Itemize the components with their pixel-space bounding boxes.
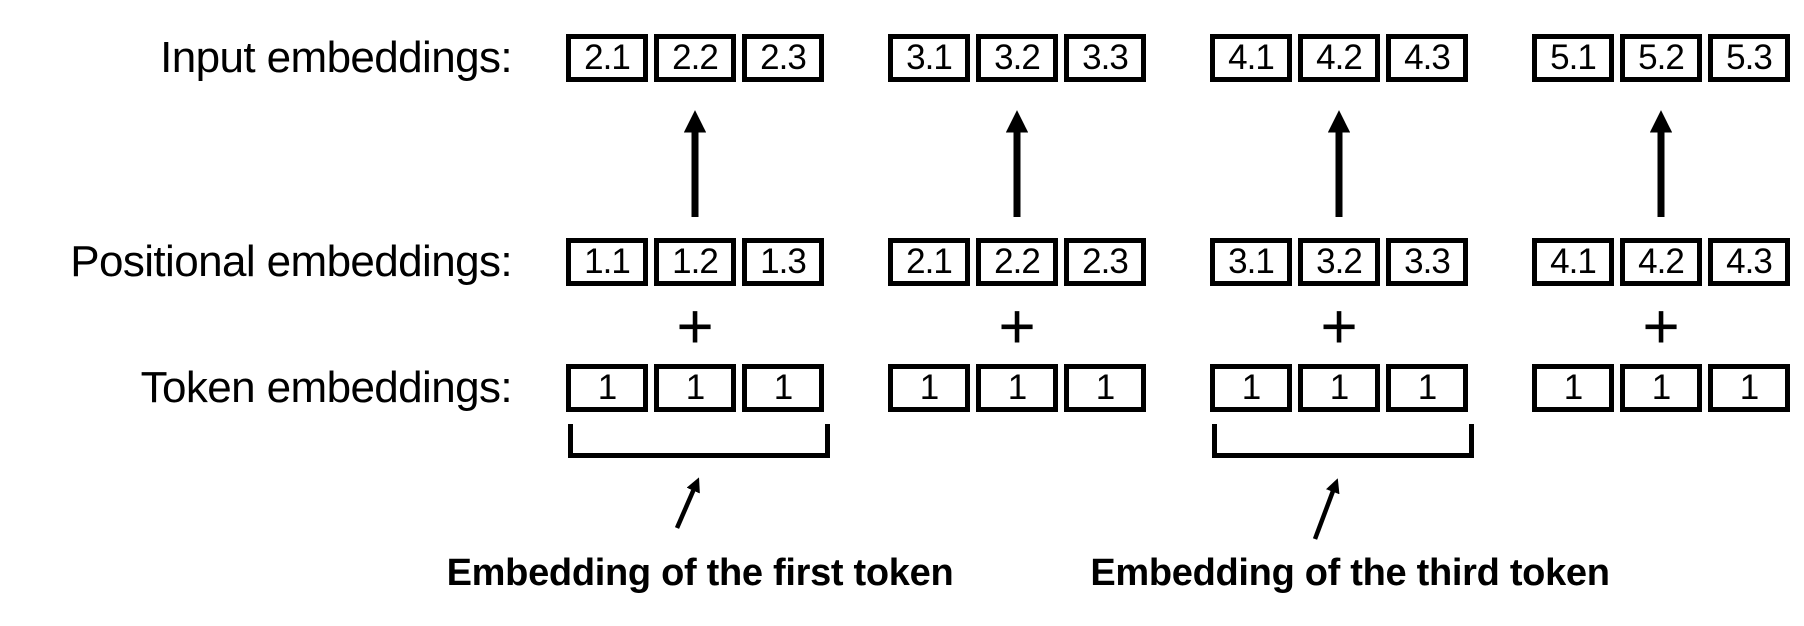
token-embedding-vector: 1 1 1 — [566, 364, 824, 412]
plus-operator: + — [676, 290, 714, 362]
positional-embedding-cell: 4.1 — [1532, 238, 1614, 286]
caption-third-token: Embedding of the third token — [1090, 552, 1610, 594]
positional-embedding-cell: 2.2 — [976, 238, 1058, 286]
input-embedding-cell: 3.3 — [1064, 34, 1146, 82]
input-embedding-cell: 3.1 — [888, 34, 970, 82]
input-embedding-cell: 5.2 — [1620, 34, 1702, 82]
caption-first-token: Embedding of the first token — [446, 552, 954, 594]
input-embeddings-row-label: Input embeddings: — [160, 33, 512, 82]
input-embedding-cell: 5.1 — [1532, 34, 1614, 82]
positional-embeddings-row-label: Positional embeddings: — [70, 237, 512, 286]
positional-embedding-vector: 3.1 3.2 3.3 — [1210, 238, 1468, 286]
embedding-column-3: 4.1 4.2 4.3 3.1 3.2 3.3 + 1 1 1 — [1210, 0, 1468, 626]
plus-operator: + — [1320, 290, 1358, 362]
embedding-column-2: 3.1 3.2 3.3 2.1 2.2 2.3 + 1 1 1 — [888, 0, 1146, 626]
token-embedding-cell: 1 — [1064, 364, 1146, 412]
positional-embedding-vector: 2.1 2.2 2.3 — [888, 238, 1146, 286]
token-embedding-cell: 1 — [976, 364, 1058, 412]
token-embedding-vector: 1 1 1 — [1210, 364, 1468, 412]
input-embedding-cell: 5.3 — [1708, 34, 1790, 82]
token-embedding-cell: 1 — [654, 364, 736, 412]
grouping-bracket — [1212, 424, 1474, 458]
input-embedding-vector: 4.1 4.2 4.3 — [1210, 34, 1468, 82]
grouping-bracket — [568, 424, 830, 458]
positional-embedding-vector: 4.1 4.2 4.3 — [1532, 238, 1790, 286]
positional-embedding-cell: 4.3 — [1708, 238, 1790, 286]
token-embedding-cell: 1 — [566, 364, 648, 412]
input-embedding-cell: 3.2 — [976, 34, 1058, 82]
token-embedding-cell: 1 — [888, 364, 970, 412]
positional-embedding-vector: 1.1 1.2 1.3 — [566, 238, 824, 286]
input-embedding-cell: 4.1 — [1210, 34, 1292, 82]
token-embedding-cell: 1 — [1298, 364, 1380, 412]
input-embedding-vector: 2.1 2.2 2.3 — [566, 34, 824, 82]
positional-embedding-cell: 3.2 — [1298, 238, 1380, 286]
input-embedding-cell: 2.3 — [742, 34, 824, 82]
input-embedding-vector: 5.1 5.2 5.3 — [1532, 34, 1790, 82]
token-embedding-cell: 1 — [742, 364, 824, 412]
input-embedding-cell: 4.3 — [1386, 34, 1468, 82]
token-embeddings-row-label: Token embeddings: — [140, 363, 513, 412]
plus-operator: + — [998, 290, 1036, 362]
positional-embedding-cell: 2.1 — [888, 238, 970, 286]
positional-embedding-cell: 1.1 — [566, 238, 648, 286]
token-embedding-cell: 1 — [1532, 364, 1614, 412]
token-embedding-cell: 1 — [1210, 364, 1292, 412]
plus-operator: + — [1642, 290, 1680, 362]
embedding-column-1: 2.1 2.2 2.3 1.1 1.2 1.3 + 1 1 1 — [566, 0, 824, 626]
input-embedding-cell: 2.1 — [566, 34, 648, 82]
token-embedding-vector: 1 1 1 — [888, 364, 1146, 412]
positional-embedding-cell: 1.3 — [742, 238, 824, 286]
token-embedding-vector: 1 1 1 — [1532, 364, 1790, 412]
token-embedding-cell: 1 — [1386, 364, 1468, 412]
input-embedding-vector: 3.1 3.2 3.3 — [888, 34, 1146, 82]
positional-embedding-cell: 1.2 — [654, 238, 736, 286]
positional-embedding-cell: 3.1 — [1210, 238, 1292, 286]
input-embedding-cell: 2.2 — [654, 34, 736, 82]
input-embedding-cell: 4.2 — [1298, 34, 1380, 82]
token-embedding-cell: 1 — [1620, 364, 1702, 412]
token-embedding-cell: 1 — [1708, 364, 1790, 412]
positional-embedding-cell: 2.3 — [1064, 238, 1146, 286]
positional-embedding-cell: 3.3 — [1386, 238, 1468, 286]
positional-embedding-cell: 4.2 — [1620, 238, 1702, 286]
embedding-column-4: 5.1 5.2 5.3 4.1 4.2 4.3 + 1 1 1 — [1532, 0, 1790, 626]
